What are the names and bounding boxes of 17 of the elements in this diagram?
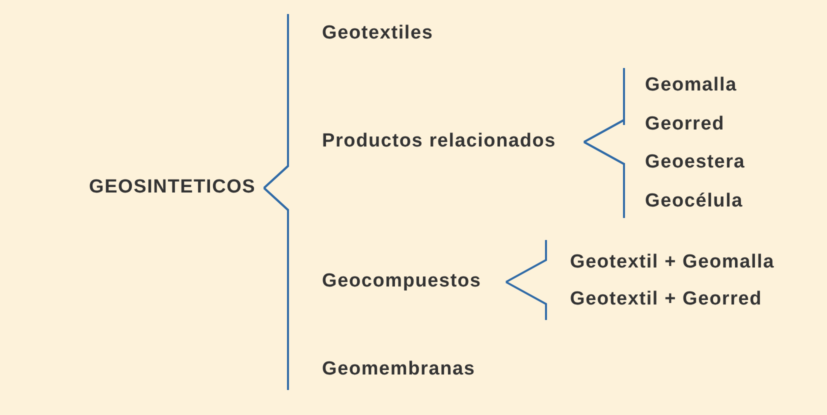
bracket-line bbox=[584, 118, 625, 143]
category-label: Geotextiles bbox=[288, 22, 434, 46]
category-label: Geocélula bbox=[624, 190, 744, 214]
bracket-line bbox=[584, 141, 625, 218]
category-label: Productos relacionados bbox=[288, 130, 556, 154]
bracket-line bbox=[506, 240, 547, 283]
bracket-line bbox=[263, 142, 289, 189]
bracket-line bbox=[263, 187, 289, 390]
category-label: Geomembranas bbox=[288, 358, 476, 382]
category-label: Geotextil + Geomalla bbox=[546, 252, 774, 274]
category-label: Geoestera bbox=[624, 152, 746, 174]
bracket-line bbox=[506, 281, 547, 320]
category-label: Geotextil + Georred bbox=[546, 288, 762, 312]
category-label: Geomalla bbox=[624, 74, 737, 98]
category-label: Georred bbox=[624, 114, 725, 136]
category-label: GEOSINTETICOS bbox=[89, 176, 256, 200]
category-label: Geocompuestos bbox=[288, 270, 482, 294]
